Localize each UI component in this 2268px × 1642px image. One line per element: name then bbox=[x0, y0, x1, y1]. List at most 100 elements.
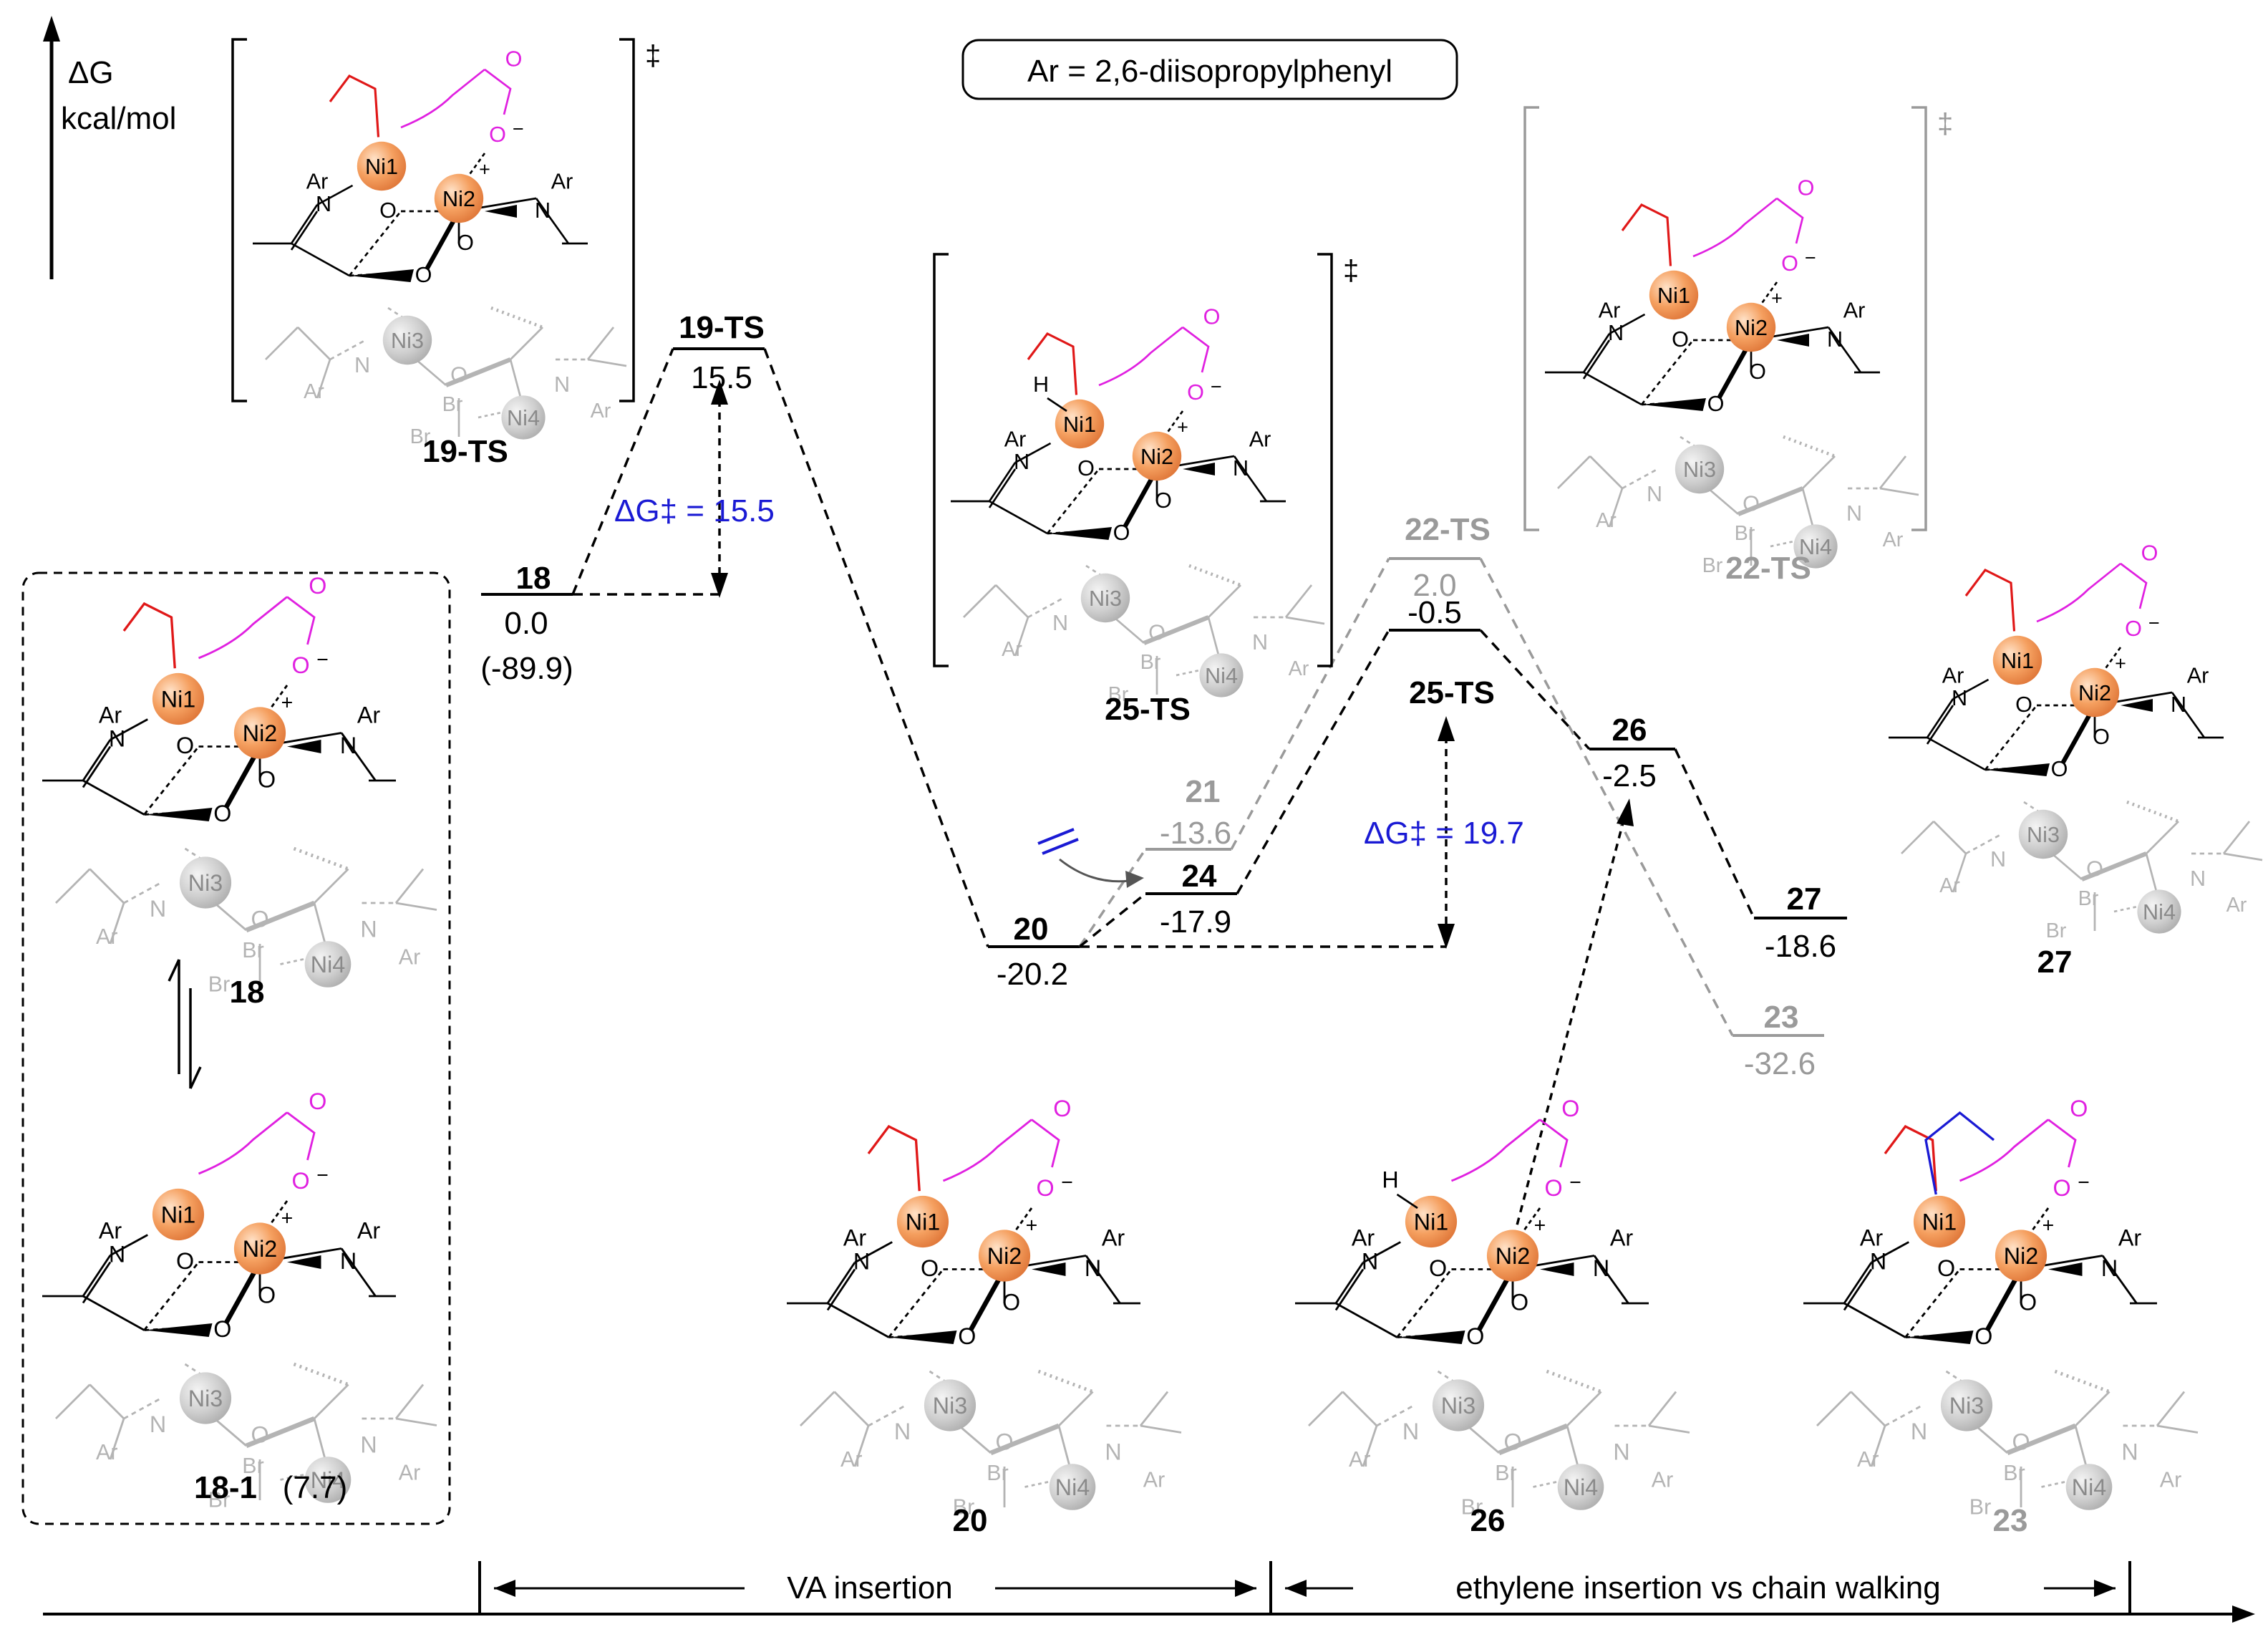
svg-text:Ni4: Ni4 bbox=[2072, 1474, 2106, 1500]
svg-text:O: O bbox=[450, 363, 467, 387]
svg-text:Ni4: Ni4 bbox=[1799, 535, 1832, 559]
svg-text:N: N bbox=[853, 1249, 870, 1275]
svg-text:Ni4: Ni4 bbox=[2143, 900, 2176, 924]
svg-text:Br: Br bbox=[410, 425, 431, 448]
svg-text:O: O bbox=[921, 1255, 939, 1281]
svg-text:Ni2: Ni2 bbox=[442, 187, 475, 211]
caption-19ts: 19-TS bbox=[422, 434, 508, 469]
svg-text:O: O bbox=[2019, 1290, 2037, 1315]
svg-text:Ar: Ar bbox=[1596, 509, 1617, 532]
svg-text:Ar: Ar bbox=[2160, 1468, 2181, 1492]
svg-text:N: N bbox=[316, 192, 331, 216]
svg-text:Ni1: Ni1 bbox=[2001, 649, 2034, 673]
svg-text:N: N bbox=[1870, 1249, 1886, 1275]
svg-text:O: O bbox=[1511, 1290, 1528, 1315]
svg-text:N: N bbox=[1846, 501, 1862, 526]
svg-text:Ar: Ar bbox=[1004, 428, 1027, 452]
svg-text:O: O bbox=[2141, 541, 2158, 566]
svg-text:Ni3: Ni3 bbox=[1949, 1393, 1984, 1419]
bracket-22ts: ‡ bbox=[1523, 106, 1953, 531]
ethylene-approach bbox=[1037, 828, 1144, 888]
section-va-insertion: VA insertion bbox=[787, 1570, 953, 1605]
level-24-label: 24 bbox=[1182, 859, 1217, 894]
svg-text:N: N bbox=[1362, 1249, 1378, 1275]
svg-text:Ni2: Ni2 bbox=[243, 720, 277, 746]
svg-text:Br: Br bbox=[1702, 554, 1723, 577]
svg-text:Br: Br bbox=[2003, 1461, 2025, 1485]
svg-text:N: N bbox=[1593, 1255, 1609, 1281]
svg-text:O: O bbox=[1561, 1096, 1579, 1121]
level-25ts-label: 25-TS bbox=[1409, 675, 1495, 710]
svg-text:+: + bbox=[281, 1207, 294, 1230]
unit-label: kcal/mol bbox=[61, 101, 176, 136]
level-25ts-energy: -0.5 bbox=[1407, 595, 1462, 630]
svg-text:Ni1: Ni1 bbox=[1063, 412, 1096, 437]
svg-text:N: N bbox=[1827, 327, 1843, 352]
svg-text:N: N bbox=[360, 917, 377, 942]
svg-text:Br: Br bbox=[242, 938, 263, 962]
svg-text:H: H bbox=[1033, 372, 1049, 397]
svg-text:O: O bbox=[1466, 1323, 1484, 1349]
svg-text:Br: Br bbox=[953, 1495, 974, 1520]
svg-text:−: − bbox=[316, 1164, 329, 1187]
svg-text:N: N bbox=[2171, 692, 2186, 717]
svg-text:H: H bbox=[1382, 1167, 1398, 1193]
caption-18-1: 18-1 bbox=[194, 1470, 257, 1505]
svg-text:Ar: Ar bbox=[99, 702, 122, 728]
svg-text:+: + bbox=[281, 691, 294, 714]
svg-text:O: O bbox=[2015, 692, 2032, 717]
svg-text:Ar: Ar bbox=[1102, 1225, 1125, 1250]
svg-text:O: O bbox=[457, 231, 474, 255]
equilibrium-box bbox=[21, 571, 451, 1525]
svg-text:O: O bbox=[1429, 1255, 1447, 1281]
svg-text:Ar: Ar bbox=[840, 1447, 862, 1472]
svg-text:O: O bbox=[1781, 251, 1798, 276]
svg-text:Br: Br bbox=[2078, 887, 2099, 910]
svg-text:Ar: Ar bbox=[1599, 299, 1621, 323]
svg-text:O: O bbox=[176, 733, 194, 758]
svg-text:O: O bbox=[379, 198, 397, 223]
svg-text:Br: Br bbox=[987, 1461, 1008, 1485]
svg-text:Br: Br bbox=[442, 393, 463, 416]
svg-text:O: O bbox=[958, 1323, 976, 1349]
svg-text:−: − bbox=[1805, 247, 1816, 269]
svg-text:+: + bbox=[2042, 1214, 2055, 1237]
svg-text:Ar: Ar bbox=[1939, 874, 1960, 897]
svg-text:Br: Br bbox=[208, 972, 230, 997]
svg-text:Ni4: Ni4 bbox=[1564, 1474, 1598, 1500]
svg-text:Ar: Ar bbox=[1352, 1225, 1375, 1250]
svg-text:Ni3: Ni3 bbox=[188, 1386, 223, 1411]
svg-text:Ar: Ar bbox=[1652, 1468, 1673, 1492]
level-26-energy: -2.5 bbox=[1602, 758, 1657, 793]
svg-text:O: O bbox=[258, 1283, 276, 1308]
svg-text:−: − bbox=[2078, 1171, 2090, 1194]
svg-text:O: O bbox=[1672, 327, 1689, 352]
svg-text:Br: Br bbox=[242, 1454, 263, 1478]
svg-text:N: N bbox=[354, 353, 370, 377]
svg-text:Ni3: Ni3 bbox=[1441, 1393, 1475, 1419]
svg-text:N: N bbox=[1402, 1419, 1419, 1444]
svg-text:Ar: Ar bbox=[96, 1440, 117, 1464]
svg-text:Ni3: Ni3 bbox=[188, 870, 223, 896]
svg-text:−: − bbox=[2148, 612, 2160, 634]
svg-text:Ar: Ar bbox=[843, 1225, 867, 1250]
svg-text:O: O bbox=[2093, 725, 2110, 749]
caption-20: 20 bbox=[953, 1503, 988, 1538]
svg-text:O: O bbox=[1544, 1175, 1562, 1201]
svg-text:O: O bbox=[291, 1168, 309, 1194]
svg-text:O: O bbox=[1077, 456, 1095, 480]
svg-text:Ni1: Ni1 bbox=[365, 155, 398, 179]
svg-text:Br: Br bbox=[2046, 919, 2067, 942]
caption-22ts: 22-TS bbox=[1725, 551, 1811, 586]
svg-text:Ni2: Ni2 bbox=[1140, 445, 1173, 469]
svg-text:Ni4: Ni4 bbox=[311, 952, 345, 977]
bracket-19ts: ‡ bbox=[231, 38, 661, 402]
svg-text:N: N bbox=[150, 1411, 166, 1437]
equilibrium-arrows bbox=[168, 959, 202, 1089]
svg-text:O: O bbox=[2051, 757, 2068, 781]
svg-text:Br: Br bbox=[1735, 522, 1755, 545]
svg-text:−: − bbox=[1211, 376, 1222, 397]
svg-text:N: N bbox=[1014, 450, 1029, 474]
